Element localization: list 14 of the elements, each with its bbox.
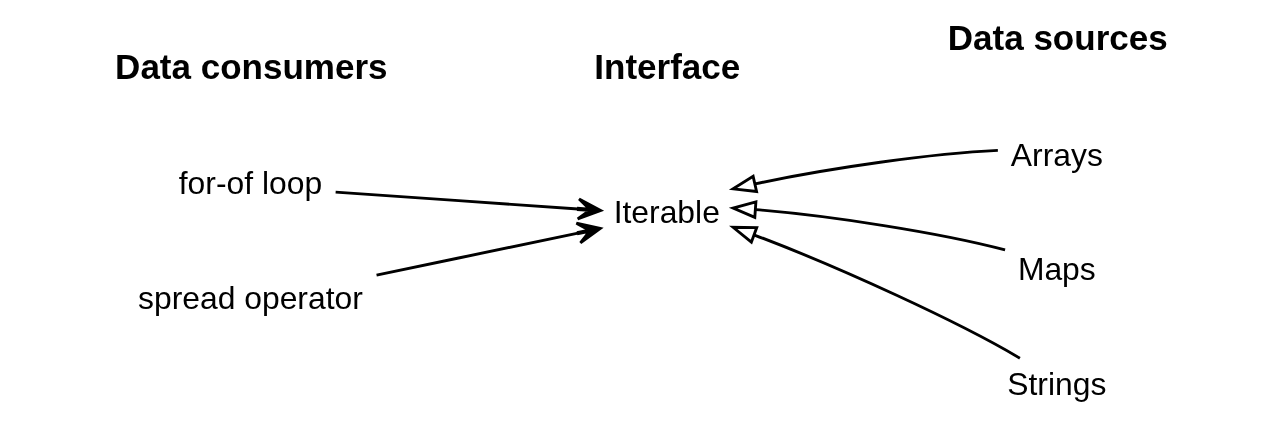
label: Interface: [593, 47, 740, 87]
arrow: [335, 190, 602, 221]
arrow: [728, 148, 998, 194]
label: Data consumers: [114, 47, 388, 87]
arrow: [728, 199, 1005, 252]
arrow: [728, 225, 1021, 360]
node-text: for-of loop: [178, 165, 322, 202]
arrow: [375, 221, 602, 277]
node-text: Arrays: [1010, 136, 1103, 173]
node-text: Iterable: [613, 193, 720, 230]
node-text: spread operator: [137, 279, 363, 316]
node-text: Strings: [1006, 365, 1106, 402]
node-text: Maps: [1017, 251, 1096, 288]
label: Data sources: [947, 18, 1168, 58]
